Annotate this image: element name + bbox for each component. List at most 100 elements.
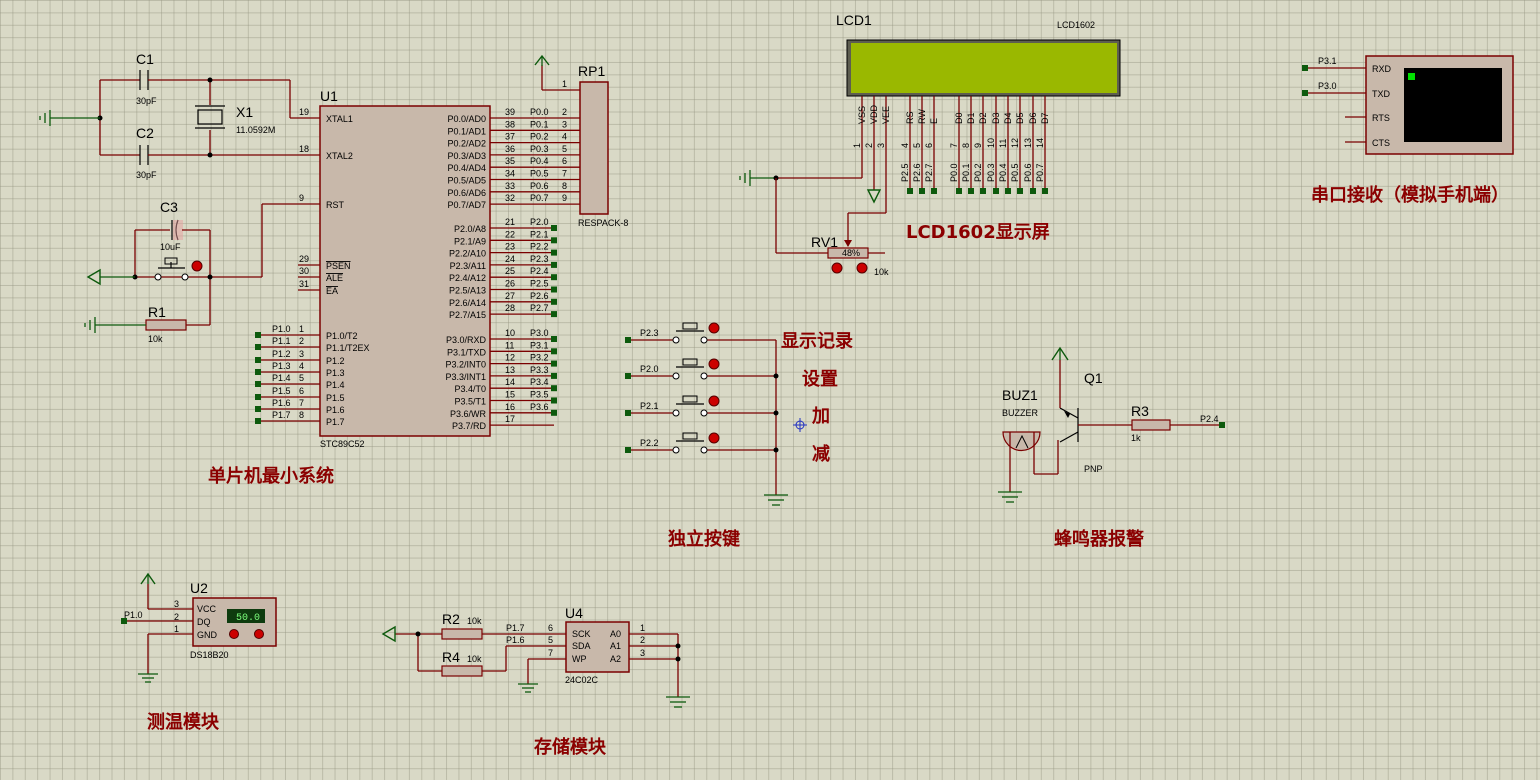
buzzer-circuit[interactable]: BUZ1 BUZZER Q1 PNP R3 1k P2.4 (998, 346, 1225, 503)
lcd-pin-name: E (929, 118, 939, 124)
mcu-net-label: P3.0 (530, 328, 549, 338)
u4-net-sck: P1.7 (506, 623, 525, 633)
c3-value: 10uF (160, 242, 181, 252)
mcu-pin-num: 28 (505, 303, 515, 313)
lcd-pin-num: 10 (986, 138, 996, 148)
rp1-pin-num: 4 (562, 132, 567, 142)
mcu-net-label: P2.1 (530, 229, 549, 239)
lcd-pin-num: 1 (852, 143, 862, 148)
net-terminal (551, 286, 557, 293)
mcu-pin-name: P0.1/AD1 (447, 126, 486, 136)
u4-pin-a1: A1 (610, 641, 621, 651)
net-terminal (625, 373, 631, 379)
lcd-ref: LCD1 (836, 12, 872, 28)
mcu-pin-name: P0.7/AD7 (447, 200, 486, 210)
mcu-pin-num: 9 (299, 193, 304, 203)
key-net-label: P2.2 (640, 438, 659, 448)
net-terminal (255, 394, 261, 400)
mcu-pin-num: 18 (299, 144, 309, 154)
net-terminal (551, 360, 557, 367)
mcu-pin-name: P1.4 (326, 380, 345, 390)
key-label-3: 减 (812, 443, 830, 465)
mcu-net-label: P1.3 (272, 361, 291, 371)
reset-circuit[interactable]: C3 10uF R1 10k (84, 199, 320, 344)
c3-ref: C3 (160, 199, 178, 215)
key-label-1: 设置 (802, 369, 838, 390)
u4-pin-wp: WP (572, 654, 587, 664)
mcu-pin-name: P2.4/A12 (449, 273, 486, 283)
lcd-pin-name: D3 (991, 112, 1001, 124)
mcu-pin-name: P0.4/AD4 (447, 163, 486, 173)
r4-value: 10k (467, 654, 482, 664)
net-terminal (551, 385, 557, 392)
serial-pin-cts: CTS (1372, 138, 1390, 148)
section-title-storage: 存储模块 (534, 736, 607, 758)
mcu-pin-name: EA (326, 286, 338, 296)
serial-net-1: P3.0 (1318, 81, 1337, 91)
lcd1602[interactable]: LCD1 LCD1602 (836, 12, 1121, 97)
mcu-pin-name: P3.5/T1 (454, 397, 486, 407)
lcd-pin-num: 5 (912, 143, 922, 148)
mcu-net-label: P2.7 (530, 303, 549, 313)
mcu-pin-num: 16 (505, 402, 515, 412)
crystal-circuit[interactable]: C1 30pF C2 30pF X1 11.0592M (39, 51, 320, 180)
c2-value: 30pF (136, 170, 157, 180)
mcu-pin-name: P1.2 (326, 356, 345, 366)
mcu-pin-name: XTAL1 (326, 114, 353, 124)
mcu-ref: U1 (320, 88, 338, 104)
mcu-pin-num: 29 (299, 254, 309, 264)
net-terminal (993, 188, 999, 194)
mcu-net-label: P0.2 (530, 132, 549, 142)
mcu-pin-name: P1.3 (326, 368, 345, 378)
mcu-pin-name: P2.1/A9 (454, 236, 486, 246)
serial-pin-txd: TXD (1372, 89, 1391, 99)
key-contact (672, 336, 680, 344)
key-label-2: 加 (811, 406, 830, 427)
net-terminal (980, 188, 986, 194)
mcu-stc89c52[interactable]: U1 STC89C52 XTAL119XTAL218RST9PSEN29ALE3… (255, 88, 580, 449)
mcu-pin-num: 36 (505, 144, 515, 154)
mcu-pin-name: PSEN (326, 261, 351, 271)
mcu-net-label: P2.6 (530, 291, 549, 301)
section-title-buzzer: 蜂鸣器报警 (1054, 528, 1144, 550)
r4-ref: R4 (442, 649, 460, 665)
u4-pin-a2: A2 (610, 654, 621, 664)
rp1-pin-num: 8 (562, 181, 567, 191)
respack-rp1[interactable]: RP1 RESPACK-8 (534, 54, 628, 228)
mcu-pin-num: 5 (299, 373, 304, 383)
rv1-pct: 48% (842, 248, 860, 258)
net-terminal (255, 332, 261, 338)
serial-pin-rts: RTS (1372, 113, 1390, 123)
mcu-pin-name: P2.5/A13 (449, 286, 486, 296)
lcd-pin-num: 7 (949, 143, 959, 148)
mcu-pin-name: P3.4/T0 (454, 384, 486, 394)
net-terminal (968, 188, 974, 194)
u2-pin-3: 3 (174, 599, 179, 609)
u2-part: DS18B20 (190, 650, 229, 660)
key-state-led (708, 395, 720, 407)
mcu-pin-name: P0.2/AD2 (447, 139, 486, 149)
lcd-net-label: P0.3 (986, 163, 996, 182)
net-terminal (551, 311, 557, 318)
mcu-part: STC89C52 (320, 439, 365, 449)
virtual-terminal[interactable]: P3.1 P3.0 RXD TXD RTS CTS (1302, 55, 1514, 155)
lcd-pin-num: 8 (961, 143, 971, 148)
mcu-net-label: P2.0 (530, 217, 549, 227)
mcu-net-label: P3.2 (530, 353, 549, 363)
lcd-screen (851, 43, 1117, 93)
u4-pin-3: 3 (640, 648, 645, 658)
lcd-contrast[interactable]: RV1 48% 10k (739, 147, 889, 277)
key-state-led (708, 358, 720, 370)
mcu-pin-num: 23 (505, 242, 515, 252)
mcu-pin-num: 11 (505, 340, 514, 350)
u4-pin-1: 1 (640, 623, 645, 633)
independent-keys[interactable]: P2.3P2.0P2.1P2.2 (625, 322, 788, 506)
ds18b20-sensor[interactable]: U2 DS18B20 50.0 VCC DQ GND 3 2 1 P1.0 (121, 572, 277, 683)
eeprom-24c02[interactable]: U4 24C02C SCK SDA WP A0 A1 A2 6 5 7 1 2 … (381, 605, 690, 708)
mcu-net-label: P0.5 (530, 169, 549, 179)
u4-pin-7: 7 (548, 648, 553, 658)
c1-value: 30pF (136, 96, 157, 106)
lcd-net-label: P0.6 (1023, 163, 1033, 182)
mcu-pin-name: P1.6 (326, 405, 345, 415)
